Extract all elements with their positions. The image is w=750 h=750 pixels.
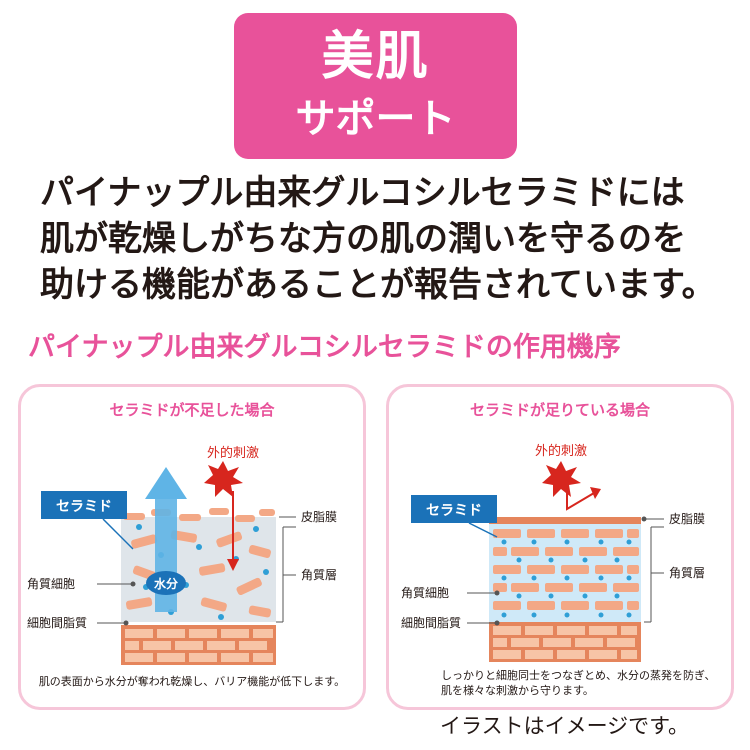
panel-right-title: セラミドが足りている場合 bbox=[469, 401, 650, 419]
water-label: 水分 bbox=[154, 576, 178, 591]
stimulus-deflect-arrow bbox=[566, 491, 595, 511]
description-right-line1: しっかりと細胞同士をつなぎとめ、水分の蒸発を防ぎ、 bbox=[441, 668, 715, 682]
panel-ceramide-deficient: セラミドが不足した場合 bbox=[18, 384, 366, 710]
intro-line-3: 助ける機能があることが報告されています。 bbox=[40, 265, 716, 305]
panel-ceramide-sufficient: セラミドが足りている場合 bbox=[386, 384, 734, 710]
sebum-fragments-left bbox=[123, 508, 275, 522]
deficient-skin-diagram: セラミド 外的刺激 水分 皮脂膜 角質層 角質細胞 細胞間脂質 肌の表面から水分… bbox=[27, 445, 345, 688]
cells-label-left: 角質細胞 bbox=[27, 576, 75, 591]
lipid-dots-right bbox=[501, 539, 632, 618]
description-right-line2: 肌を様々な刺激から守ります。 bbox=[441, 683, 594, 697]
ceramide-label-box-right bbox=[411, 495, 497, 523]
ceramide-label-right: セラミド bbox=[426, 503, 482, 519]
stimulus-label-right: 外的刺激 bbox=[535, 443, 587, 459]
water-bubble bbox=[146, 571, 186, 595]
ceramide-label-left: セラミド bbox=[56, 499, 112, 515]
organized-cells-right bbox=[493, 529, 639, 610]
illustration-caption: イラストはイメージです。 bbox=[440, 714, 690, 738]
lipid-label-left: 細胞間脂質 bbox=[27, 615, 87, 630]
stimulus-burst-left bbox=[204, 461, 243, 497]
sebum-label-right: 皮脂膜 bbox=[669, 511, 705, 526]
intro-line-1: パイナップル由来グルコシルセラミドには bbox=[40, 173, 685, 213]
stimulus-label-left: 外的刺激 bbox=[207, 445, 259, 461]
ceramide-pointer-left bbox=[102, 518, 134, 550]
sufficient-skin-diagram: セラミド 外的刺激 皮脂膜 角質層 角質細胞 細胞間脂質 しっかりと細胞同士をつ… bbox=[401, 443, 715, 697]
badge-subtitle: サポート bbox=[295, 96, 456, 142]
intro-line-2: 肌が乾燥しがちな方の肌の潤いを守るのを bbox=[40, 219, 686, 259]
badge-title: 美肌 bbox=[321, 27, 430, 87]
sebum-layer-right bbox=[489, 517, 641, 524]
panel-left-title: セラミドが不足した場合 bbox=[109, 401, 275, 419]
bricks-left bbox=[125, 629, 273, 662]
description-left: 肌の表面から水分が奪われ乾燥し、バリア機能が低下します。 bbox=[39, 674, 345, 688]
stratum-label-right: 角質層 bbox=[669, 565, 705, 580]
mechanism-title: パイナップル由来グルコシルセラミドの作用機序 bbox=[28, 332, 621, 363]
beauty-skin-badge: 美肌 サポート bbox=[234, 13, 517, 159]
ceramide-label-box-left bbox=[41, 491, 127, 519]
intro-text: パイナップル由来グルコシルセラミドには 肌が乾燥しがちな方の肌の潤いを守るのを … bbox=[40, 170, 740, 308]
bricks-right bbox=[493, 626, 637, 659]
cells-label-right: 角質細胞 bbox=[401, 585, 449, 600]
stimulus-burst-right bbox=[542, 461, 581, 497]
lipid-label-right: 細胞間脂質 bbox=[401, 615, 461, 630]
stratum-label-left: 角質層 bbox=[301, 567, 337, 582]
sebum-label-left: 皮脂膜 bbox=[301, 509, 337, 524]
